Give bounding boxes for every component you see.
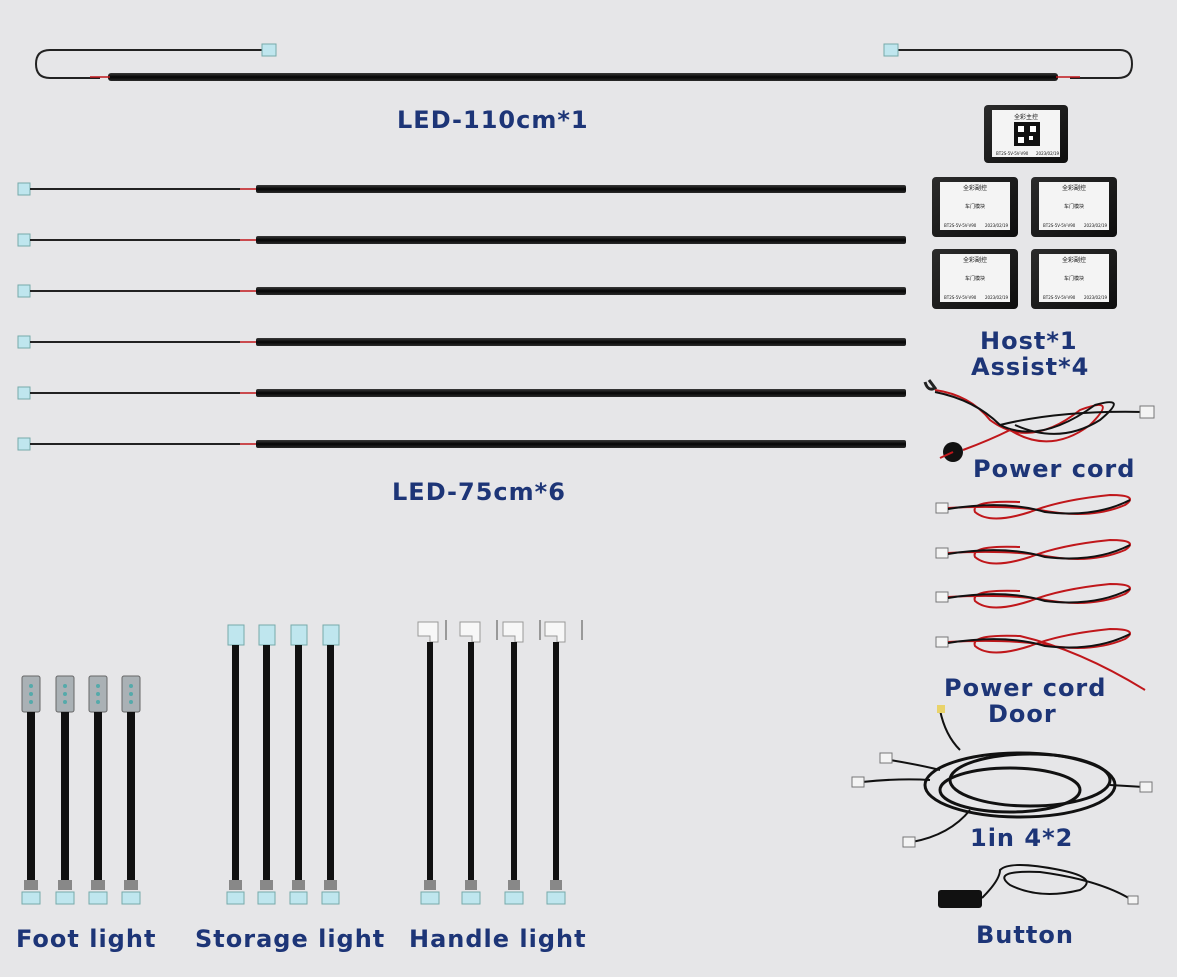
led-75-label: LED-75cm*6 — [392, 478, 566, 506]
storage-light — [257, 624, 276, 905]
led-75-strip — [17, 284, 906, 298]
power-cord-door — [935, 627, 1146, 691]
foot-light — [121, 675, 141, 905]
power-cord-door-label: Power cord — [944, 674, 1107, 702]
svg-text:全彩副控: 全彩副控 — [963, 256, 987, 264]
led-75-strips — [17, 182, 906, 451]
handle-light-label: Handle light — [409, 925, 587, 953]
svg-text:车门模块: 车门模块 — [1064, 275, 1084, 282]
led-110-strip — [34, 43, 1134, 81]
svg-text:车门模块: 车门模块 — [965, 275, 985, 282]
one-in-four-label: 1in 4*2 — [970, 824, 1074, 852]
foot-light-label: Foot light — [16, 925, 157, 953]
storage-light — [226, 624, 245, 905]
storage-light — [289, 624, 308, 905]
assist-module: 全彩副控 车门模块 BT2S-5V-5V-V90 2023/02/19 — [932, 177, 1018, 237]
host-module-title: 全彩主控 — [1014, 113, 1038, 121]
storage-light-label: Storage light — [195, 925, 386, 953]
assist-module: 全彩副控 车门模块 BT2S-5V-5V-V90 2023/02/19 — [1031, 177, 1117, 237]
led-75-strip — [17, 386, 906, 400]
handle-light — [417, 620, 447, 905]
led-75-strip — [17, 437, 906, 451]
host-module: 全彩主控 BT2S-5V-5V-V90 2023/02/19 — [984, 105, 1068, 163]
one-in-four-cable — [851, 705, 1153, 848]
svg-text:车门模块: 车门模块 — [965, 203, 985, 210]
handle-light — [502, 620, 541, 905]
foot-lights — [21, 675, 141, 905]
storage-light — [321, 624, 340, 905]
button-label: Button — [976, 921, 1074, 949]
power-cord-door-set — [935, 493, 1146, 691]
foot-light — [88, 675, 108, 905]
power-cord-door — [935, 538, 1131, 565]
handle-light — [544, 620, 583, 905]
svg-text:全彩副控: 全彩副控 — [1062, 256, 1086, 264]
host-module-date: 2023/02/19 — [1036, 151, 1060, 156]
svg-text:BT2S-5V-5V-V90: BT2S-5V-5V-V90 — [1043, 295, 1076, 300]
handle-lights — [417, 620, 583, 905]
assist-label: Assist*4 — [971, 353, 1090, 381]
svg-text:2023/02/19: 2023/02/19 — [1084, 223, 1108, 228]
assist-module: 全彩副控 车门模块 BT2S-5V-5V-V90 2023/02/19 — [1031, 249, 1117, 309]
handle-light — [459, 620, 498, 905]
led-75-strip — [17, 182, 906, 196]
svg-text:全彩副控: 全彩副控 — [963, 184, 987, 192]
svg-text:2023/02/19: 2023/02/19 — [985, 295, 1009, 300]
power-cord-door — [935, 493, 1131, 520]
svg-text:2023/02/19: 2023/02/19 — [1084, 295, 1108, 300]
foot-light — [21, 675, 41, 905]
svg-text:BT2S-5V-5V-V90: BT2S-5V-5V-V90 — [944, 295, 977, 300]
power-cord-door-sublabel: Door — [988, 700, 1057, 728]
power-cord-door — [935, 582, 1131, 609]
foot-light — [55, 675, 75, 905]
led-75-strip — [17, 335, 906, 349]
assist-module: 全彩副控 车门模块 BT2S-5V-5V-V90 2023/02/19 — [932, 249, 1018, 309]
svg-text:全彩副控: 全彩副控 — [1062, 184, 1086, 192]
power-cord-label: Power cord — [973, 455, 1136, 483]
storage-lights — [226, 624, 340, 905]
led-75-strip — [17, 233, 906, 247]
led-110-label: LED-110cm*1 — [397, 106, 589, 134]
svg-text:BT2S-5V-5V-V90: BT2S-5V-5V-V90 — [1043, 223, 1076, 228]
button-switch — [938, 864, 1139, 908]
svg-text:2023/02/19: 2023/02/19 — [985, 223, 1009, 228]
power-cord — [923, 379, 1155, 462]
host-module-model: BT2S-5V-5V-V90 — [996, 151, 1029, 156]
svg-text:车门模块: 车门模块 — [1064, 203, 1084, 210]
host-label: Host*1 — [980, 327, 1078, 355]
svg-text:BT2S-5V-5V-V90: BT2S-5V-5V-V90 — [944, 223, 977, 228]
